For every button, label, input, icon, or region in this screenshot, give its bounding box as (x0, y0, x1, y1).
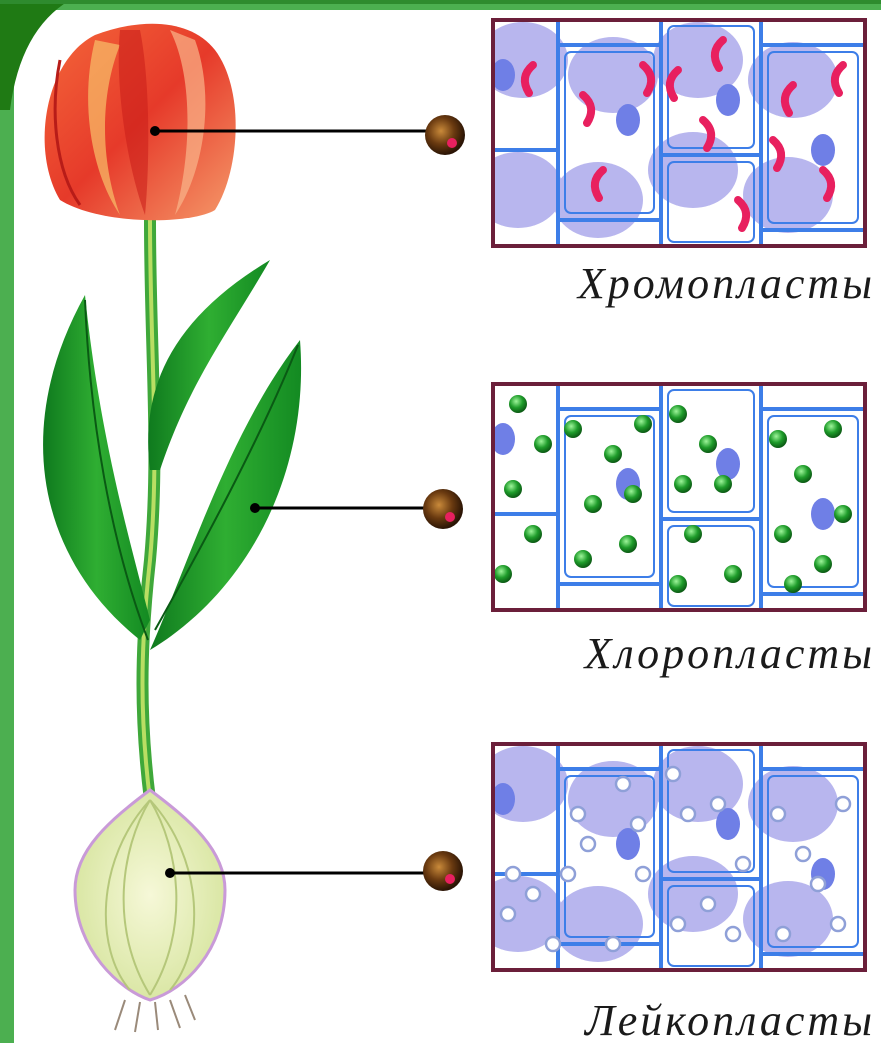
chloroplast (824, 420, 842, 438)
chloroplast (669, 405, 687, 423)
tulip-plant (43, 24, 301, 1032)
chromoplasts-label: Хромопласты (480, 258, 875, 309)
chloroplast (684, 525, 702, 543)
chloroplast (714, 475, 732, 493)
nucleus (716, 84, 740, 116)
chloroplast (774, 525, 792, 543)
leucoplast (666, 767, 680, 781)
leucoplast (571, 807, 585, 821)
chloroplast (534, 435, 552, 453)
leucoplast (811, 877, 825, 891)
chloroplast (494, 565, 512, 583)
nucleus (616, 104, 640, 136)
leaf (43, 260, 301, 650)
vacuole (568, 37, 658, 113)
chloroplast (669, 575, 687, 593)
nucleus (616, 828, 640, 860)
chloroplast (619, 535, 637, 553)
bulb (75, 790, 225, 1032)
flower (45, 24, 236, 221)
leucoplast (771, 807, 785, 821)
vacuole (743, 881, 833, 957)
leucoplast (831, 917, 845, 931)
chloroplast (564, 420, 582, 438)
chloroplast (769, 430, 787, 448)
chloroplast (674, 475, 692, 493)
chloroplast (604, 445, 622, 463)
chloroplast (634, 415, 652, 433)
chloroplast (834, 505, 852, 523)
chloroplast (509, 395, 527, 413)
chloroplast (624, 485, 642, 503)
leucoplast (796, 847, 810, 861)
leucoplast (836, 797, 850, 811)
leucoplast (561, 867, 575, 881)
leucoplast (616, 777, 630, 791)
chloroplast (584, 495, 602, 513)
leucoplast (681, 807, 695, 821)
leucoplast (501, 907, 515, 921)
pointer-ball (425, 115, 465, 155)
leucoplast (736, 857, 750, 871)
leucoplast (546, 937, 560, 951)
leucoplast (506, 867, 520, 881)
leucoplast (776, 927, 790, 941)
leucoplast (606, 937, 620, 951)
leucoplast (701, 897, 715, 911)
leucoplast (726, 927, 740, 941)
nucleus (716, 448, 740, 480)
leucoplast-cells-panel (473, 744, 865, 970)
leucoplasts-label: Лейкопласты (480, 995, 875, 1046)
chromoplast-cells-panel (473, 20, 865, 246)
chloroplast-cells-panel (491, 384, 865, 610)
leucoplast (711, 797, 725, 811)
connector-chloro (250, 489, 463, 529)
leucoplast (581, 837, 595, 851)
nucleus (716, 808, 740, 840)
leucoplast (631, 817, 645, 831)
chloroplast (524, 525, 542, 543)
chloroplast (784, 575, 802, 593)
vacuole (473, 152, 563, 228)
chloroplast (724, 565, 742, 583)
pointer-ball (423, 489, 463, 529)
chloroplast (794, 465, 812, 483)
leucoplast (671, 917, 685, 931)
nucleus (811, 498, 835, 530)
chloroplasts-label: Хлоропласты (480, 628, 875, 679)
leucoplast (636, 867, 650, 881)
pointer-ball (423, 851, 463, 891)
chloroplast (814, 555, 832, 573)
chloroplast (504, 480, 522, 498)
chloroplast (574, 550, 592, 568)
leucoplast (526, 887, 540, 901)
vacuole (553, 886, 643, 962)
chloroplast (699, 435, 717, 453)
nucleus (811, 134, 835, 166)
